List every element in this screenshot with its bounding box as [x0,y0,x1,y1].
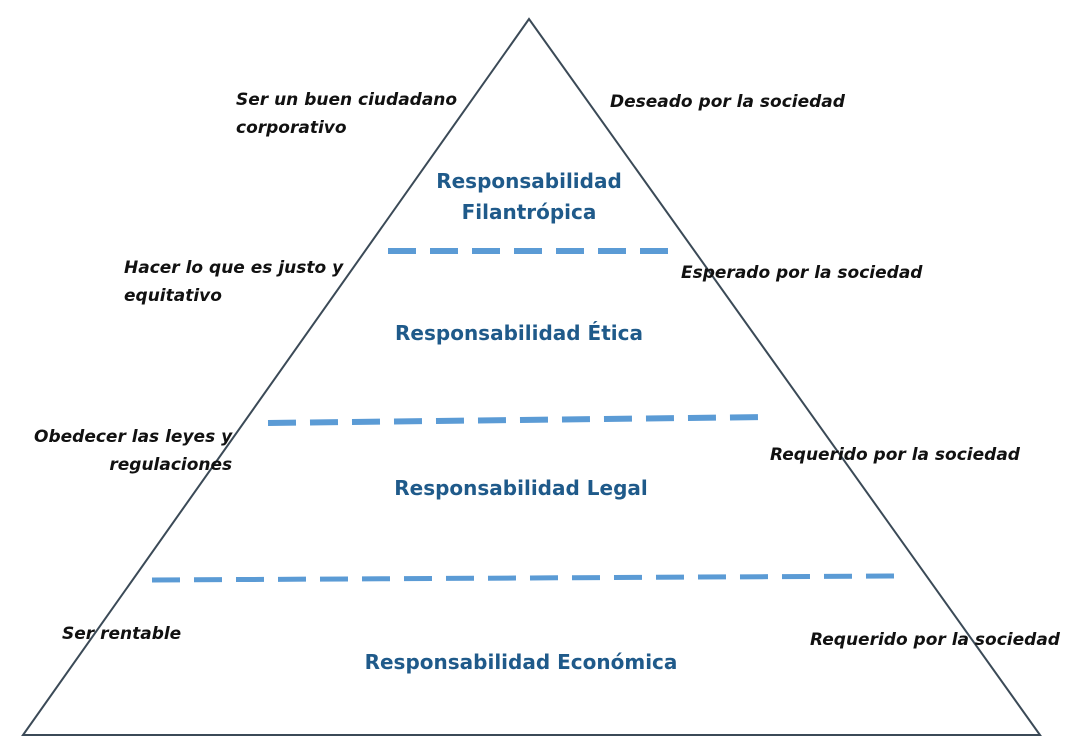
expectation-legal: Requerido por la sociedad [770,445,1020,465]
level-title-economic: Responsabilidad Económica [364,650,678,674]
description-ethical-line1: Hacer lo que es justo y [124,258,344,278]
level-title-philanthropic-line2: Filantrópica [461,200,597,224]
description-legal: Obedecer las leyes y regulaciones [34,423,232,479]
description-philanthropic-line2: corporativo [236,118,347,138]
description-legal-line1: Obedecer las leyes y [34,427,233,447]
description-legal-line2: regulaciones [109,455,233,475]
description-ethical-line2: equitativo [124,286,222,306]
level-title-ethical: Responsabilidad Ética [395,321,643,345]
level-title-legal: Responsabilidad Legal [394,476,648,500]
pyramid-outline [21,17,1042,736]
divider-legal-economic [151,573,895,583]
description-ethical: Hacer lo que es justo y equitativo [124,254,343,310]
level-title-philanthropic-line1: Responsabilidad [436,169,622,193]
description-economic: Ser rentable [62,624,182,644]
level-title-philanthropic: Responsabilidad Filantrópica [429,166,629,228]
divider-ethical-legal [267,414,771,426]
expectation-ethical: Esperado por la sociedad [681,263,923,283]
description-philanthropic-line1: Ser un buen ciudadano [236,90,458,110]
expectation-philanthropic: Deseado por la sociedad [610,92,845,112]
description-philanthropic: Ser un buen ciudadano corporativo [236,86,457,142]
expectation-economic: Requerido por la sociedad [810,630,1060,650]
